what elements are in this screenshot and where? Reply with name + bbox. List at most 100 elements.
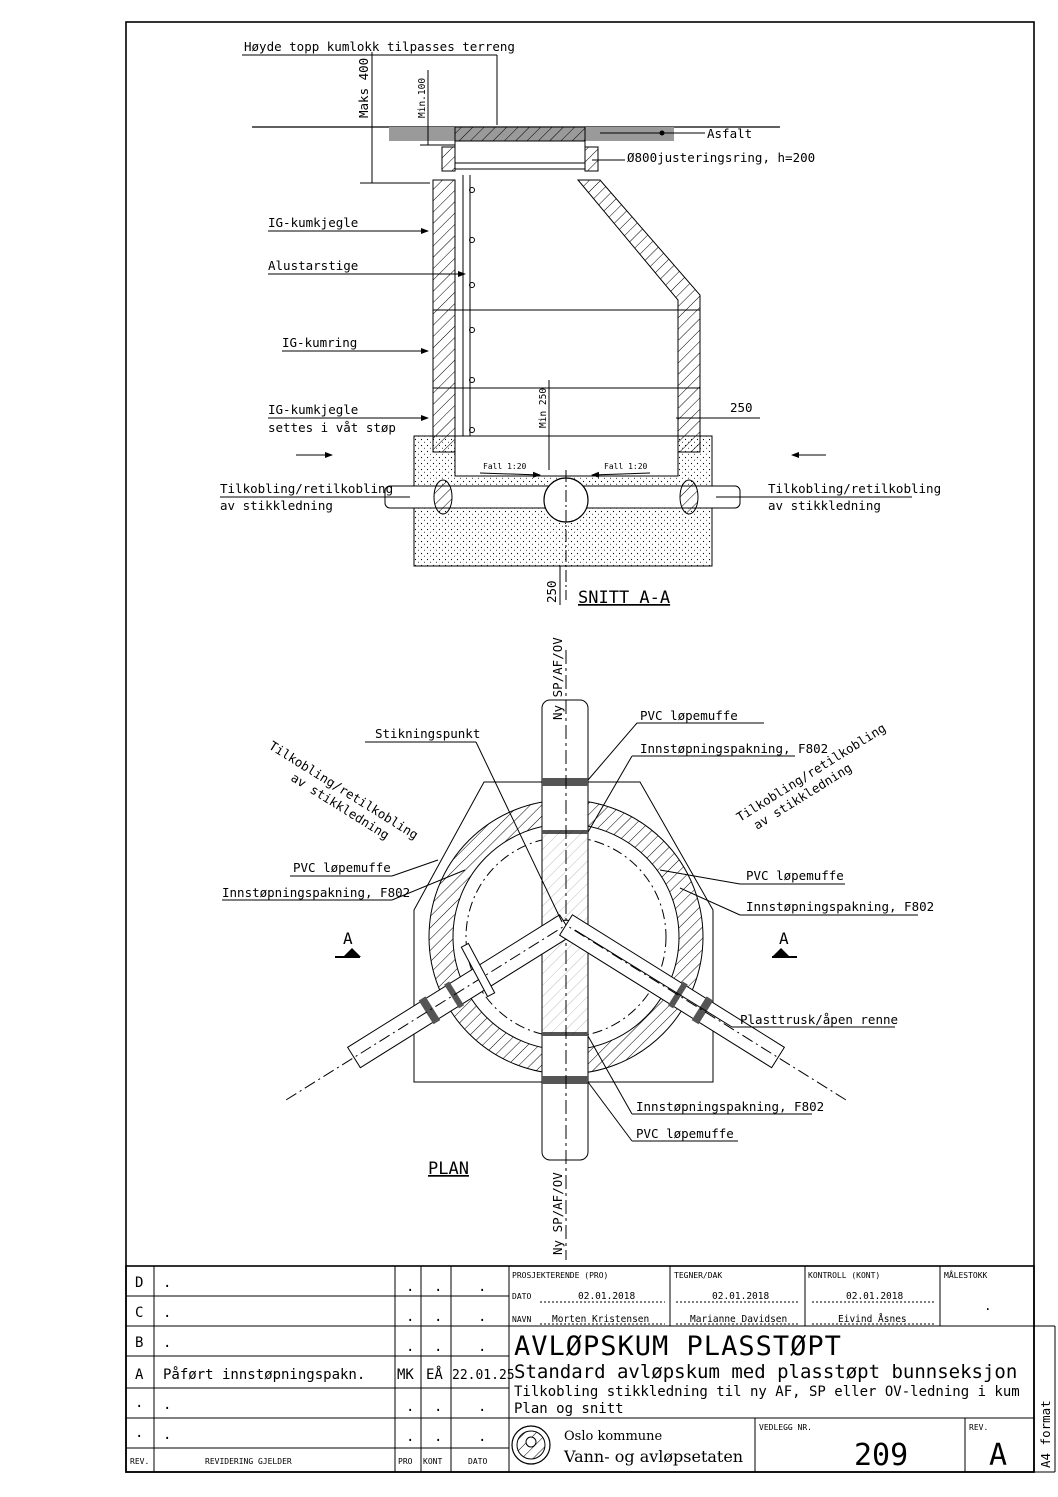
rev-row-5-kont: . [434, 1429, 442, 1445]
asfalt-label: Asfalt [707, 126, 752, 141]
plasttrusk-label: Plasttrusk/åpen renne [740, 1012, 898, 1027]
innst-top-label: Innstøpningspakning, F802 [640, 741, 828, 756]
tilk-right-2: av stikkledning [768, 498, 881, 513]
rev-row-1-text: . [163, 1305, 171, 1321]
plan-tilk-left-1: Tilkobling/retilkobling [266, 738, 421, 842]
rev-row-3-rev: A [135, 1367, 144, 1383]
tilk-left-1: Tilkobling/retilkobling [220, 481, 393, 496]
rev-value: A [989, 1438, 1007, 1473]
kjegle-vat-label-1: IG-kumkjegle [268, 402, 358, 417]
vedlegg-label: VEDLEGG NR. [759, 1423, 812, 1432]
adjusting-ring [454, 140, 586, 170]
plan-title: PLAN [428, 1159, 469, 1179]
vedlegg-number: 209 [854, 1438, 908, 1473]
manhole-lid [454, 126, 586, 142]
hdr-rev: REV. [130, 1457, 149, 1466]
fall-right-label: Fall 1:20 [604, 462, 648, 471]
maks-400-label: Maks 400 [356, 58, 371, 118]
kont-navn: Eivind Åsnes [838, 1313, 907, 1325]
dato-label: DATO [512, 1292, 531, 1301]
hdr-dato: DATO [468, 1457, 487, 1466]
rev-row-5-dato: . [478, 1429, 486, 1445]
rev-row-2-dato: . [478, 1339, 486, 1355]
tegner-navn: Marianne Davidsen [690, 1314, 787, 1325]
pvc-top-label: PVC løpemuffe [640, 708, 738, 723]
innst-bottom-label: Innstøpningspakning, F802 [636, 1099, 824, 1114]
rev-row-0-pro: . [406, 1279, 414, 1295]
navn-label: NAVN [512, 1315, 531, 1324]
section-view: Høyde topp kumlokk tilpasses terreng Mak… [220, 39, 941, 608]
rev-row-1-rev: C [135, 1305, 143, 1321]
plan-tilk-right-1: Tilkobling/retilkobling [734, 720, 889, 824]
rev-row-0-dato: . [478, 1279, 486, 1295]
tegner-label: TEGNER/DAK [674, 1271, 722, 1280]
rev-row-4-text: . [163, 1397, 171, 1413]
cut-a-right: A [779, 929, 789, 948]
malestokk-label: MÅLESTOKK [944, 1269, 988, 1280]
dim-250-right: 250 [730, 400, 753, 415]
min-250-label: Min 250 [538, 388, 549, 428]
pro-navn: Morten Kristensen [552, 1314, 649, 1325]
fall-left-label: Fall 1:20 [483, 462, 527, 471]
kjegle-vat-label-2: settes i våt støp [268, 420, 396, 435]
rev-row-4-dato: . [478, 1399, 486, 1415]
ring-label: Ø800justeringsring, h=200 [627, 150, 815, 165]
drawing-subtitle: Standard avløpskum med plasstøpt bunnsek… [514, 1361, 1017, 1383]
prosjekterende-label: PROSJEKTERENDE (PRO) [512, 1271, 608, 1280]
rev-row-1-dato: . [478, 1309, 486, 1325]
kumring-label: IG-kumring [282, 335, 357, 350]
rev-row-3-kont: EÅ [426, 1366, 443, 1383]
rev-row-5-text: . [163, 1427, 171, 1443]
drawing-title: AVLØPSKUM PLASSTØPT [514, 1331, 842, 1362]
rev-row-1-kont: . [434, 1309, 442, 1325]
title-block [125, 1265, 1035, 1473]
min-100-label: Min.100 [417, 78, 428, 118]
innst-left-label: Innstøpningspakning, F802 [222, 885, 410, 900]
cut-a-left: A [343, 929, 353, 948]
stikningspunkt-label: Stikningspunkt [375, 726, 480, 741]
drawing-desc-2: Plan og snitt [514, 1401, 624, 1417]
dim-250-bottom: 250 [544, 580, 559, 603]
org-name-2: Vann- og avløpsetaten [563, 1447, 743, 1466]
rev-row-4-pro: . [406, 1399, 414, 1415]
rev-row-4-kont: . [434, 1399, 442, 1415]
rev-row-0-rev: D [135, 1275, 143, 1291]
drawing-desc-1: Tilkobling stikkledning til ny AF, SP el… [514, 1384, 1020, 1400]
pro-dato: 02.01.2018 [578, 1291, 635, 1302]
rev-row-0-text: . [163, 1275, 171, 1291]
tegner-dato: 02.01.2018 [712, 1291, 769, 1302]
kumkjegle-label: IG-kumkjegle [268, 215, 358, 230]
rev-row-3-text: Påført innstøpningspakn. [163, 1366, 365, 1383]
rev-row-3-dato: 22.01.25 [452, 1368, 515, 1383]
revision-table: D . . . . C . . . . B . . . . A Påført i… [135, 1275, 515, 1445]
rev-row-5-pro: . [406, 1429, 414, 1445]
malestokk-value: . [984, 1298, 992, 1313]
rev-row-2-pro: . [406, 1339, 414, 1355]
format-label: A4 format [1038, 1400, 1053, 1468]
alustarstige-label: Alustarstige [268, 258, 358, 273]
rev-row-3-pro: MK [397, 1367, 414, 1383]
innst-right-label: Innstøpningspakning, F802 [746, 899, 934, 914]
ny-top-label: Ny SP/AF/OV [550, 637, 565, 720]
pvc-left-label: PVC løpemuffe [293, 860, 391, 875]
rev-row-5-rev: . [135, 1425, 143, 1441]
plan-view: A A Ny SP/AF/OV Ny SP/AF/OV PVC løpemuff… [222, 637, 934, 1260]
tilk-right-1: Tilkobling/retilkobling [768, 481, 941, 496]
rev-row-0-kont: . [434, 1279, 442, 1295]
tilk-left-2: av stikkledning [220, 498, 333, 513]
oslo-logo [511, 1425, 551, 1465]
rev-label: REV. [969, 1423, 988, 1432]
rev-row-2-kont: . [434, 1339, 442, 1355]
section-title: SNITT A-A [578, 588, 670, 608]
rev-row-4-rev: . [135, 1395, 143, 1411]
org-name-1: Oslo kommune [564, 1429, 663, 1444]
ny-bottom-label: Ny SP/AF/OV [550, 1172, 565, 1255]
kontroll-label: KONTROLL (KONT) [808, 1271, 880, 1280]
hdr-gjelder: REVIDERING GJELDER [205, 1457, 292, 1466]
rev-row-1-pro: . [406, 1309, 414, 1325]
rev-row-2-rev: B [135, 1335, 143, 1351]
top-note: Høyde topp kumlokk tilpasses terreng [244, 39, 515, 54]
hdr-kont: KONT [423, 1457, 442, 1466]
pvc-right-label: PVC løpemuffe [746, 868, 844, 883]
